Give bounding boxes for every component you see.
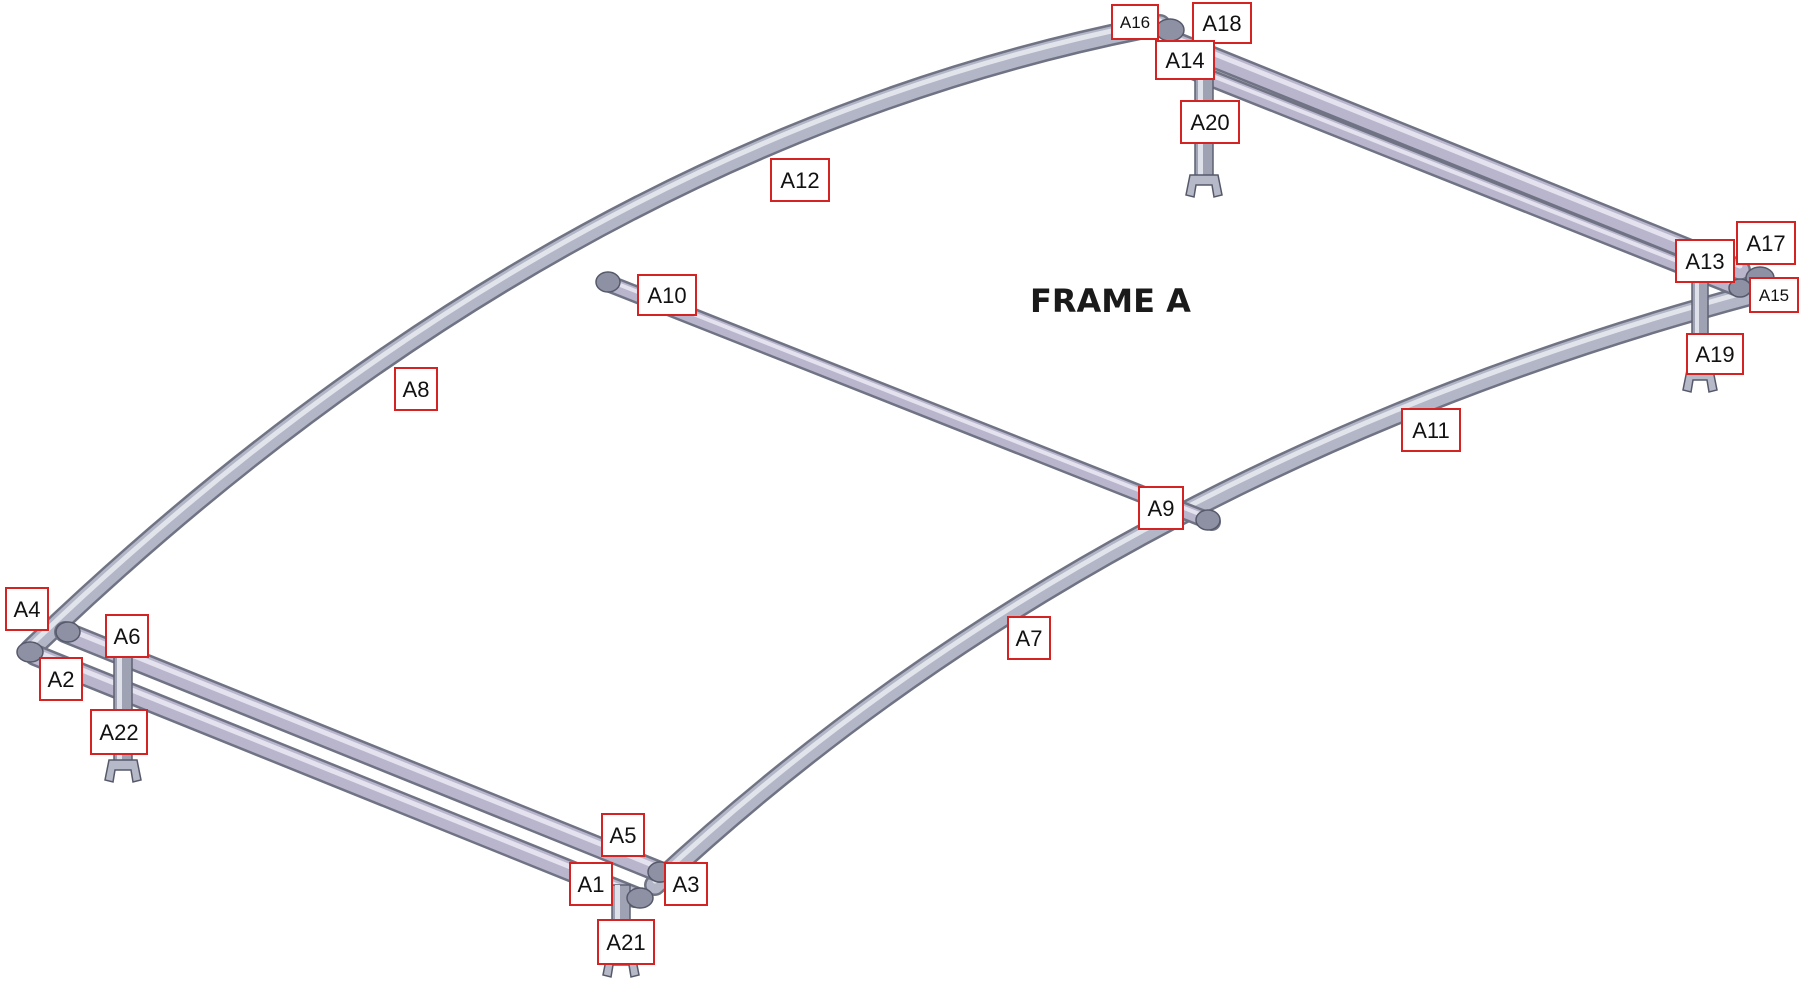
label-a13: A13 <box>1675 239 1735 283</box>
svg-text:A9: A9 <box>1148 496 1175 521</box>
label-a17: A17 <box>1736 221 1796 265</box>
joint-a6 <box>55 621 81 643</box>
svg-text:A19: A19 <box>1695 342 1734 367</box>
svg-text:A2: A2 <box>48 667 75 692</box>
svg-text:A16: A16 <box>1120 13 1150 32</box>
tube-a7-a11 <box>644 284 1761 896</box>
tube-a8-a12 <box>19 14 1171 661</box>
svg-text:A12: A12 <box>780 168 819 193</box>
svg-text:A21: A21 <box>606 930 645 955</box>
joint-a16 <box>1155 18 1185 42</box>
svg-text:A4: A4 <box>14 597 41 622</box>
label-a16: A16 <box>1111 4 1159 40</box>
label-a9: A9 <box>1138 486 1184 530</box>
svg-text:A6: A6 <box>114 624 141 649</box>
svg-text:A22: A22 <box>99 720 138 745</box>
svg-text:A1: A1 <box>578 872 605 897</box>
tube-a9-a10 <box>596 273 1221 531</box>
svg-text:A18: A18 <box>1202 11 1241 36</box>
label-a2: A2 <box>39 657 83 701</box>
svg-text:A14: A14 <box>1165 48 1204 73</box>
label-a11: A11 <box>1401 408 1461 452</box>
svg-text:A13: A13 <box>1685 249 1724 274</box>
joint-a1 <box>626 887 654 909</box>
svg-text:A3: A3 <box>673 872 700 897</box>
label-a19: A19 <box>1686 333 1744 375</box>
label-a15: A15 <box>1749 277 1799 313</box>
label-a8: A8 <box>394 367 438 411</box>
svg-text:A20: A20 <box>1190 110 1229 135</box>
tubes <box>19 14 1761 908</box>
legs <box>104 69 1718 978</box>
svg-text:A5: A5 <box>610 823 637 848</box>
label-a14: A14 <box>1155 40 1215 80</box>
svg-text:A17: A17 <box>1746 231 1785 256</box>
label-a6: A6 <box>105 614 149 658</box>
joint-a10 <box>595 271 621 293</box>
svg-text:A11: A11 <box>1412 418 1450 443</box>
joints <box>16 18 1775 909</box>
label-a7: A7 <box>1007 616 1051 660</box>
diagram-title: FRAME A <box>1030 282 1191 320</box>
part-labels: A16 A18 A14 A20 A12 A10 A8 A17 A13 A15 A… <box>5 2 1799 965</box>
joint-a9 <box>1195 509 1221 531</box>
svg-text:A7: A7 <box>1016 626 1043 651</box>
label-a22: A22 <box>90 709 148 755</box>
tube-top-right-pair <box>1164 31 1751 296</box>
label-a20: A20 <box>1180 100 1240 144</box>
label-a1: A1 <box>569 862 613 906</box>
label-a21: A21 <box>597 919 655 965</box>
svg-text:A10: A10 <box>647 283 686 308</box>
label-a4: A4 <box>5 587 49 631</box>
svg-text:A8: A8 <box>403 377 430 402</box>
label-a12: A12 <box>770 158 830 202</box>
label-a10: A10 <box>637 274 697 316</box>
joint-a4 <box>16 641 44 663</box>
label-a5: A5 <box>601 813 645 857</box>
label-a18: A18 <box>1192 2 1252 44</box>
svg-text:A15: A15 <box>1759 286 1789 305</box>
tube-bottom-left-pair <box>24 621 671 908</box>
label-a3: A3 <box>664 862 708 906</box>
